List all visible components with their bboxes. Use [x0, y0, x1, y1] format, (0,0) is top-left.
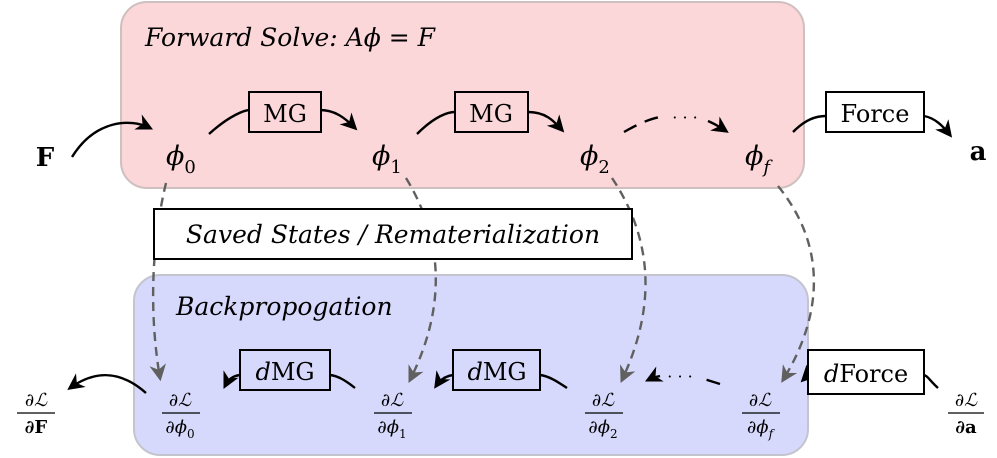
saved-arrow-1 — [404, 177, 437, 384]
forward-solve-title: Forward Solve: Aϕ = F — [144, 23, 437, 52]
mg-label-1: MG — [263, 100, 307, 128]
svg-text:∂F: ∂F — [25, 417, 48, 438]
backward-ellipsis: · · · — [667, 367, 692, 386]
dmg-box-1 — [239, 349, 331, 391]
mg-box-2 — [454, 91, 529, 133]
backpropagation-title: Backpropogation — [175, 292, 393, 321]
dmg-label-2: dMG — [467, 358, 526, 386]
force-arrow — [792, 114, 950, 135]
svg-text:∂ϕ0: ∂ϕ0 — [165, 417, 194, 441]
svg-text:∂ℒ: ∂ℒ — [25, 390, 48, 411]
dmg-arrow-1 — [225, 375, 356, 388]
dforce-box — [807, 349, 925, 395]
svg-text:∂a: ∂a — [955, 417, 977, 438]
phi-node-0: ϕ0 — [166, 141, 196, 178]
svg-text:∂ℒ: ∂ℒ — [381, 390, 404, 411]
grad-node-0: ∂ℒ ∂ϕ0 — [162, 390, 200, 441]
svg-text:∂ℒ: ∂ℒ — [749, 390, 772, 411]
force-label: Force — [841, 100, 910, 128]
svg-text:∂ℒ: ∂ℒ — [169, 390, 192, 411]
forward-ellipsis: · · · — [672, 108, 697, 127]
saved-arrow-2 — [611, 177, 647, 384]
dmg-box-2 — [452, 349, 541, 391]
forward-equation: Aϕ = F — [344, 23, 437, 52]
saved-states-label: Saved States / Rematerialization — [186, 220, 600, 249]
svg-text:∂ℒ: ∂ℒ — [955, 390, 978, 411]
saved-states-box — [153, 208, 633, 260]
grad-node-2: ∂ℒ ∂ϕ2 — [585, 390, 623, 441]
mg-box-1 — [248, 91, 322, 133]
grad-node-1: ∂ℒ ∂ϕ1 — [374, 390, 412, 441]
forward-arrows — [70, 108, 950, 158]
forward-solve-region — [120, 1, 805, 189]
dmg-label-1: dMG — [255, 358, 314, 386]
svg-text:∂ϕf: ∂ϕf — [747, 417, 776, 441]
input-arrow — [70, 114, 154, 158]
mg-label-2: MG — [469, 100, 513, 128]
grad-output-a: ∂ℒ ∂a — [948, 390, 984, 438]
phi-node-1: ϕ1 — [372, 141, 402, 178]
dots-back-head — [644, 366, 664, 382]
svg-text:∂ϕ1: ∂ϕ1 — [377, 417, 406, 441]
svg-text:∂ℒ: ∂ℒ — [592, 390, 615, 411]
input-f: F — [36, 143, 55, 173]
force-box — [825, 91, 925, 133]
grad-out-arrow — [67, 373, 147, 394]
grad-input-f: ∂ℒ ∂F — [17, 390, 55, 438]
dforce-label: dForce — [824, 360, 908, 388]
phi-node-2: ϕ2 — [580, 141, 610, 178]
dots-arrow-head — [707, 116, 729, 133]
mg-arrow-2 — [416, 110, 562, 134]
dots-arrow — [623, 115, 661, 134]
output-a: a — [970, 137, 987, 167]
dmg-arrow-2 — [436, 375, 568, 388]
saved-state-arrows — [149, 177, 816, 384]
dots-back-arrow — [699, 376, 721, 386]
saved-arrow-f — [777, 185, 816, 383]
grad-node-f: ∂ℒ ∂ϕf — [742, 390, 780, 441]
svg-text:∂ϕ2: ∂ϕ2 — [588, 417, 617, 441]
